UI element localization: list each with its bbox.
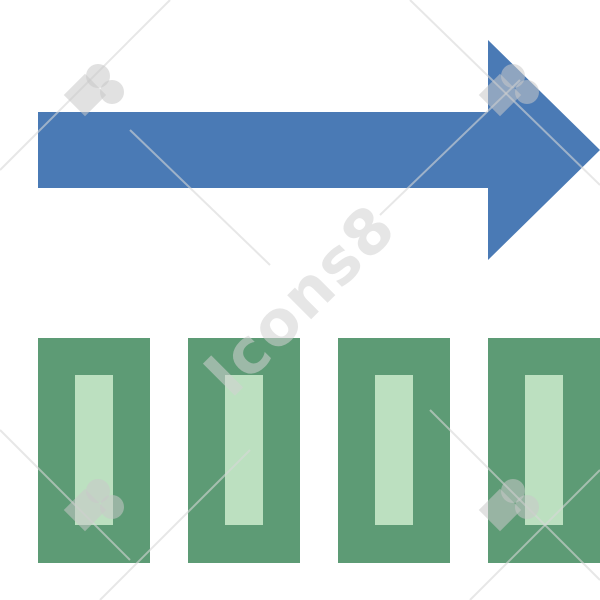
watermark-logo-icon xyxy=(63,64,124,117)
watermark-logo-icon xyxy=(478,64,539,117)
green-bar-icon xyxy=(338,338,450,563)
watermark-logo-icon xyxy=(478,479,539,532)
arrow-right-icon xyxy=(38,40,600,260)
green-bar-icon xyxy=(488,338,600,563)
green-bar-icon xyxy=(188,338,300,563)
green-bar-icon xyxy=(38,338,150,563)
bar-group xyxy=(38,338,600,563)
